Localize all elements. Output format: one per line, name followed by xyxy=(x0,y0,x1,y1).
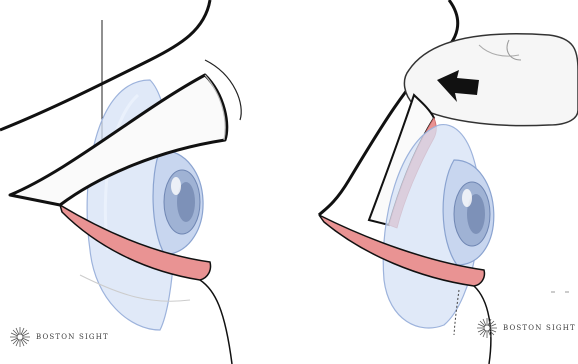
brand-name-left: Boston Sight xyxy=(36,333,109,341)
sunburst-icon xyxy=(476,317,498,339)
pupil-highlight xyxy=(171,177,181,195)
sunburst-icon xyxy=(9,326,31,348)
right-eye-illustration xyxy=(289,0,578,364)
brand-name-right: Boston Sight xyxy=(503,324,576,332)
boston-sight-logo-right: Boston Sight xyxy=(476,317,576,339)
left-eye-illustration: Boston Sight xyxy=(0,0,289,364)
right-eye-drawing xyxy=(289,0,578,364)
left-eye-drawing xyxy=(0,0,289,364)
lower-lid-contour xyxy=(200,280,232,364)
boston-sight-logo-left: Boston Sight xyxy=(9,326,109,348)
